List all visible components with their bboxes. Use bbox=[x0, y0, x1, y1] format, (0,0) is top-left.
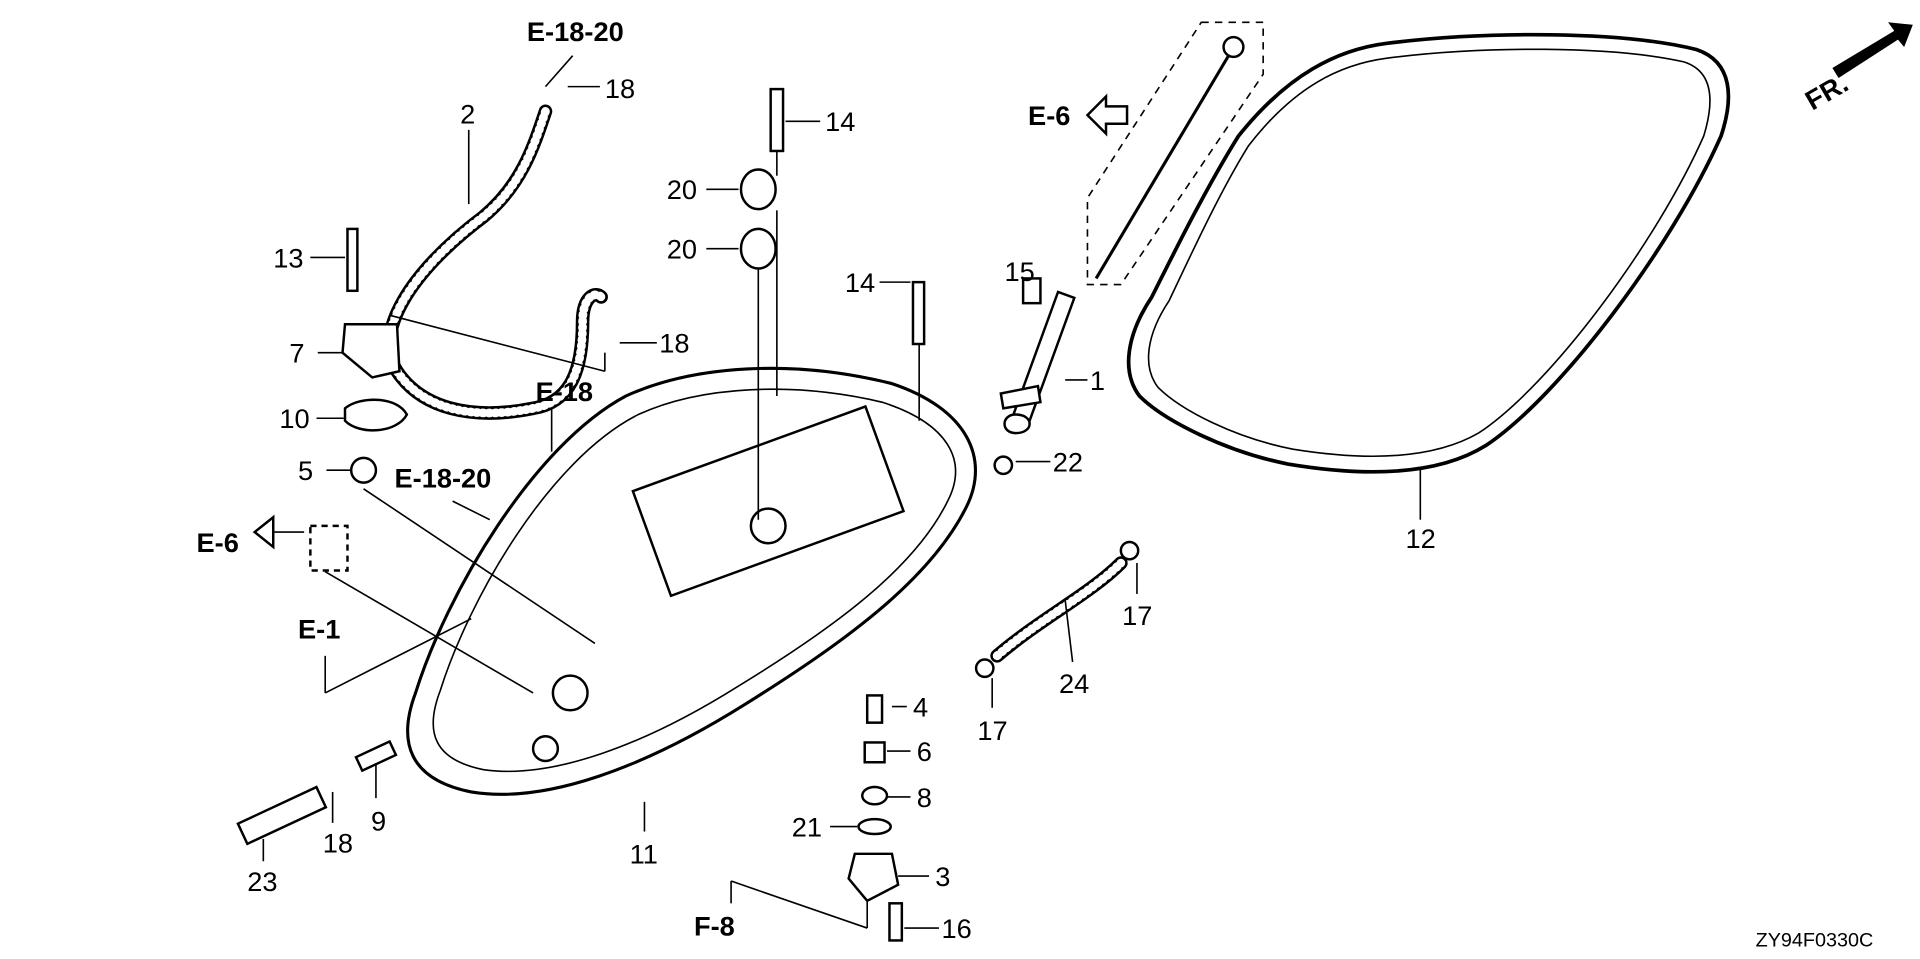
callout-18-low: 18 bbox=[323, 828, 353, 859]
hose-24 bbox=[974, 540, 1140, 708]
callout-1: 1 bbox=[1090, 365, 1105, 396]
dipstick-1 bbox=[999, 21, 1264, 428]
ref-f-8[interactable]: F-8 bbox=[694, 910, 735, 941]
callout-17-lower: 17 bbox=[977, 715, 1007, 746]
callout-13: 13 bbox=[273, 242, 303, 273]
leader-lines bbox=[252, 22, 1913, 929]
callout-7: 7 bbox=[289, 338, 304, 369]
callout-14-upper: 14 bbox=[825, 106, 855, 137]
callout-17-upper: 17 bbox=[1122, 600, 1152, 631]
callout-9: 9 bbox=[371, 805, 386, 836]
small-parts bbox=[236, 87, 1042, 942]
callout-2: 2 bbox=[460, 99, 475, 130]
callout-20-upper: 20 bbox=[667, 174, 697, 205]
ref-e-6-plug[interactable]: E-6 bbox=[197, 527, 239, 558]
seal-ring-12 bbox=[1126, 32, 1731, 474]
callout-3: 3 bbox=[935, 861, 950, 892]
front-direction-label: FR. bbox=[1800, 67, 1853, 116]
callout-18-mid: 18 bbox=[659, 328, 689, 359]
callout-14-lower: 14 bbox=[845, 267, 875, 298]
callout-5: 5 bbox=[298, 455, 313, 486]
callout-18-top: 18 bbox=[605, 73, 635, 104]
diagram-code: ZY94F0330C bbox=[1756, 930, 1874, 952]
callout-16: 16 bbox=[941, 913, 971, 944]
ref-e-18-20-pan[interactable]: E-18-20 bbox=[394, 463, 491, 494]
breather-hose-2 bbox=[382, 104, 608, 420]
ref-e-18[interactable]: E-18 bbox=[536, 376, 594, 407]
callout-24: 24 bbox=[1059, 668, 1089, 699]
callout-6: 6 bbox=[917, 736, 932, 767]
labels: E-18-20 18 2 14 20 20 13 14 15 7 18 E-18… bbox=[197, 16, 1874, 952]
callout-22: 22 bbox=[1053, 446, 1083, 477]
callout-21: 21 bbox=[792, 811, 822, 842]
callout-11: 11 bbox=[630, 839, 658, 870]
callout-8: 8 bbox=[917, 782, 932, 813]
callout-23: 23 bbox=[247, 866, 277, 897]
ref-e-1[interactable]: E-1 bbox=[298, 614, 340, 645]
callout-12: 12 bbox=[1405, 523, 1435, 554]
callout-15: 15 bbox=[1005, 256, 1035, 287]
callout-20-lower: 20 bbox=[667, 234, 697, 265]
ref-e-6-dipstick[interactable]: E-6 bbox=[1028, 100, 1070, 131]
ref-e-18-20-top[interactable]: E-18-20 bbox=[527, 16, 624, 47]
callout-10: 10 bbox=[279, 403, 309, 434]
oil-pan-11 bbox=[406, 366, 977, 832]
callout-4: 4 bbox=[913, 691, 928, 722]
